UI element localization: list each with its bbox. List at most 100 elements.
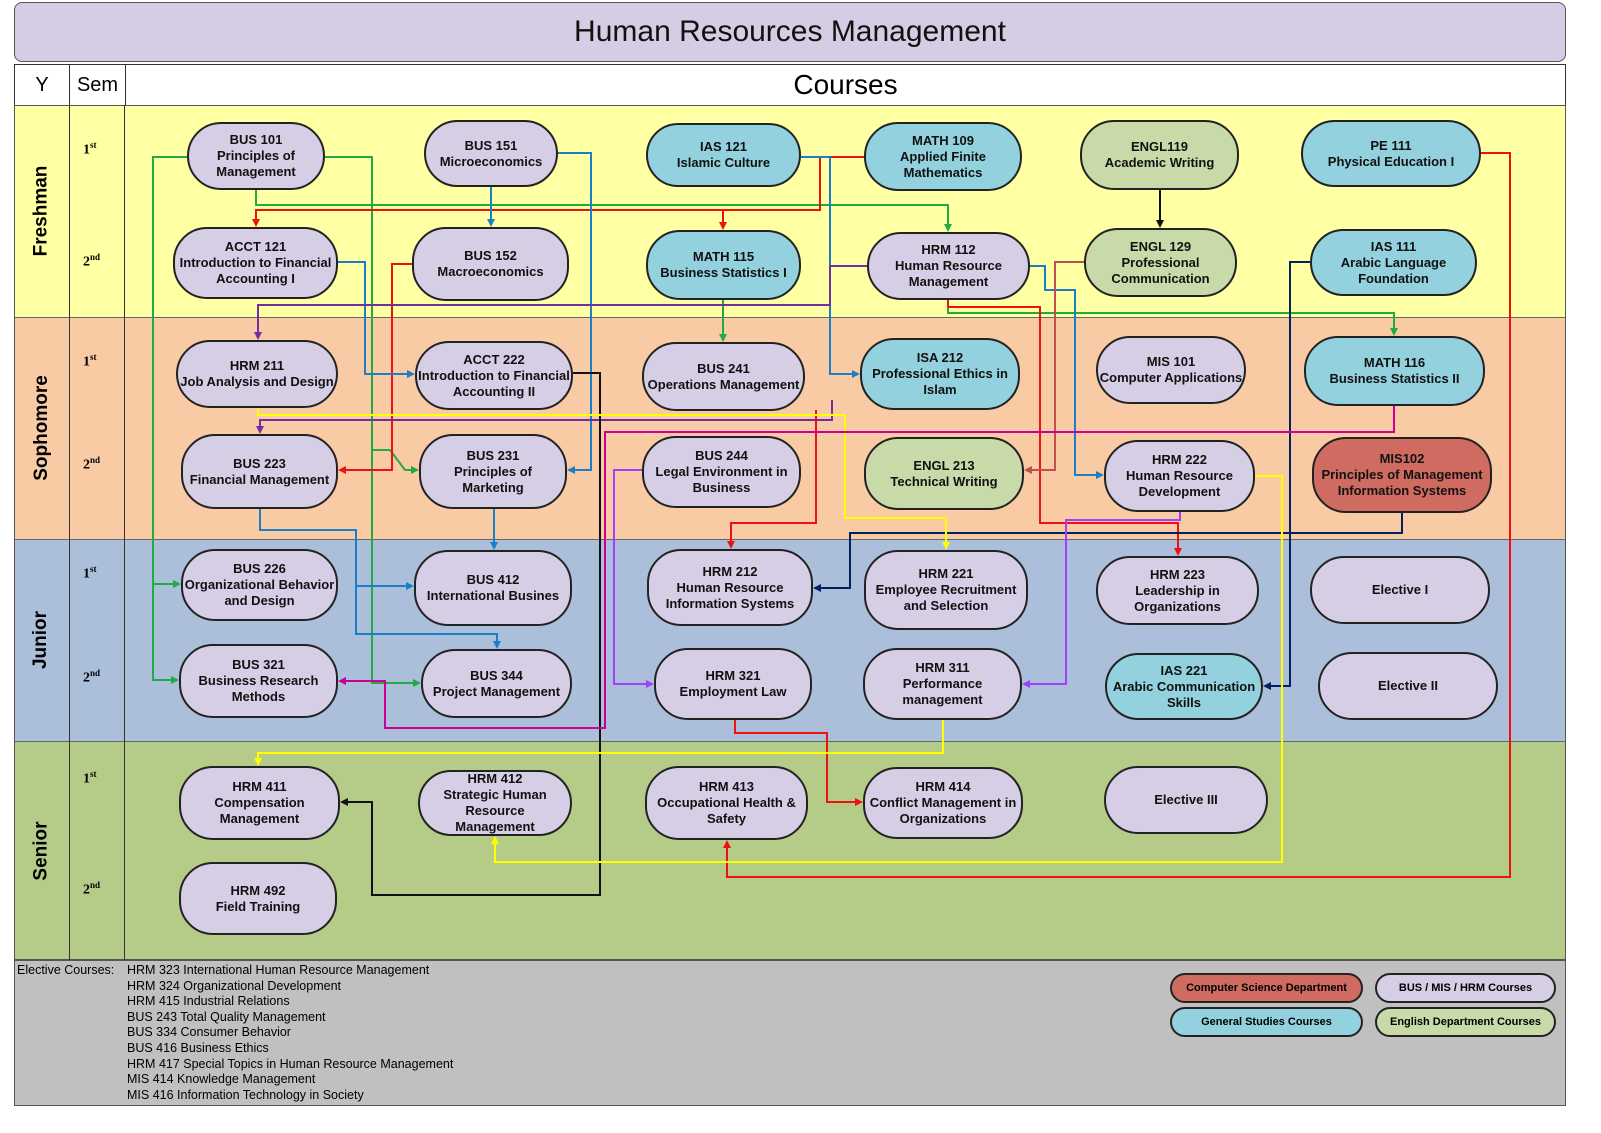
course-label-line: HRM 492 — [230, 882, 286, 898]
course-label-line: Safety — [706, 811, 747, 826]
course-label-line: HRM 212 — [702, 563, 758, 579]
course-label-line: HRM 311 — [915, 660, 970, 675]
prerequisite-arrow — [254, 265, 867, 340]
course-label-line: BUS 344 — [470, 667, 523, 683]
course-label-line: ACCT 222 — [463, 351, 525, 367]
course-label-line: BUS 223 — [233, 455, 286, 471]
elective-course-item: MIS 416 Information Technology in Societ… — [127, 1087, 364, 1102]
year-freshman: Freshman — [14, 105, 70, 317]
course-label-line: MIS102 — [1379, 451, 1425, 466]
course-label-line: International Busines — [426, 588, 560, 603]
prerequisite-arrow — [727, 410, 817, 549]
course-label-line: Business Statistics I — [660, 265, 787, 280]
year-junior: Junior — [14, 539, 70, 741]
elective-course-item: HRM 323 International Human Resource Man… — [127, 963, 430, 977]
course-label-line: Employment Law — [679, 684, 787, 699]
course-label-line: Skills — [1167, 694, 1201, 710]
course-label-line: Technical Writing — [890, 473, 998, 489]
course-label-line: ISA 212 — [916, 350, 964, 365]
course-label-line: BUS 244 — [695, 448, 748, 463]
course-label-line: Professional Ethics in — [872, 366, 1008, 381]
course-label-line: Organizations — [1134, 598, 1221, 614]
course-label-line: Management — [219, 811, 300, 826]
course-label-line: HRM 411 — [232, 779, 287, 794]
prerequisite-arrow — [558, 152, 592, 474]
course-label-line: HRM 211 — [229, 358, 285, 373]
course-label-line: Elective I — [1371, 582, 1429, 597]
course-node-elec2[interactable]: Elective II — [1318, 652, 1498, 720]
prerequisite-arrow — [259, 509, 501, 649]
course-label-line: Academic Writing — [1104, 155, 1215, 170]
prerequisite-arrow — [947, 300, 1182, 556]
course-label-line: Islam — [923, 382, 957, 397]
course-label-line: Organizations — [899, 811, 987, 826]
semester-label: 1st — [83, 564, 97, 582]
course-node-elec1[interactable]: Elective I — [1310, 556, 1490, 624]
prerequisite-arrow — [1024, 261, 1084, 474]
prerequisite-arrow — [338, 406, 1395, 729]
course-label-line: HRM 112 — [921, 242, 976, 257]
prerequisite-arrow — [252, 156, 864, 227]
course-label-line: Human Resource — [676, 579, 784, 595]
course-label-line: Physical Education I — [1327, 153, 1455, 169]
page-title: Human Resources Management — [14, 2, 1566, 62]
prerequisite-arrow — [734, 720, 863, 806]
course-label-line: Professional — [1121, 254, 1200, 270]
course-label-line: Business Statistics II — [1329, 371, 1460, 386]
semester-label: 2nd — [83, 880, 101, 898]
course-node-elec3[interactable]: Elective III — [1104, 766, 1268, 834]
prerequisite-arrow — [947, 300, 1398, 336]
course-label-line: Computer Applications — [1099, 370, 1243, 385]
course-label-line: Development — [1138, 484, 1221, 499]
course-label-line: Management — [908, 274, 989, 289]
course-label-line: Project Management — [432, 683, 561, 699]
course-label-line: ENGL119 — [1130, 139, 1189, 154]
course-label-line: BUS 151 — [464, 137, 518, 153]
course-label-line: HRM 221 — [918, 566, 974, 581]
prerequisite-arrow — [613, 469, 654, 688]
semester-column — [69, 105, 125, 960]
course-label-line: ENGL 129 — [1129, 238, 1192, 254]
